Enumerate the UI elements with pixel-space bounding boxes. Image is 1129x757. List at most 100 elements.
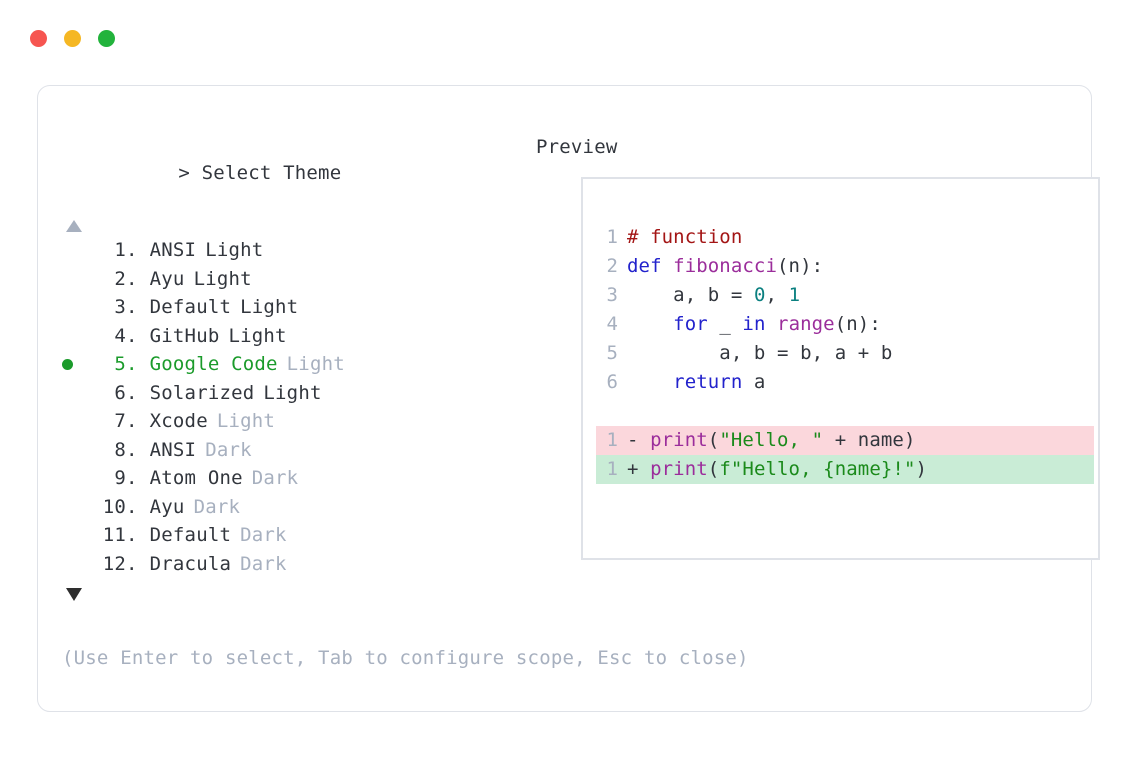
theme-index: 10 <box>102 495 126 518</box>
code-token <box>765 313 777 335</box>
code-token: (n): <box>777 255 824 277</box>
theme-name: Dracula <box>149 552 232 575</box>
theme-index: 8 <box>114 438 126 461</box>
code-line-number: 1 <box>606 458 618 480</box>
preview-title: Preview <box>536 136 618 158</box>
code-token: # function <box>627 226 743 248</box>
window-traffic-lights <box>30 30 115 47</box>
footer-help-text: (Use Enter to select, Tab to configure s… <box>62 647 749 669</box>
code-line-content: return a <box>627 368 765 397</box>
theme-index-separator: . <box>126 296 138 318</box>
code-line-content: for _ in range(n): <box>627 310 881 339</box>
code-token: ( <box>707 458 720 480</box>
theme-index-separator: . <box>126 552 138 575</box>
theme-list-item[interactable]: 12. Dracula Dark <box>62 550 522 579</box>
code-token: 0 <box>753 284 766 306</box>
code-line-added: 1 + print(f"Hello, {name}!") <box>596 455 1094 484</box>
theme-name: Xcode <box>149 410 208 432</box>
code-line-removed: 1- print("Hello, " + name) <box>596 426 1094 455</box>
code-token: , <box>765 284 789 306</box>
triangle-up-icon[interactable] <box>66 220 82 232</box>
theme-index: 9 <box>114 467 126 489</box>
code-token: ) <box>915 458 928 480</box>
code-token: range <box>777 313 835 335</box>
maximize-button[interactable] <box>98 30 115 47</box>
theme-variant: Dark <box>240 524 287 546</box>
code-line: 3 a, b = 0, 1 <box>596 281 1094 310</box>
code-token: 1 <box>788 284 801 306</box>
theme-variant: Light <box>286 353 345 375</box>
theme-variant: Light <box>193 267 252 290</box>
code-line-number: 5 <box>606 342 618 364</box>
code-token: f"Hello, {name}!" <box>719 458 916 480</box>
minimize-button[interactable] <box>64 30 81 47</box>
code-token: def <box>627 255 674 277</box>
theme-index-separator: . <box>126 239 138 261</box>
theme-variant: Dark <box>193 495 241 518</box>
theme-list-item[interactable]: 7. Xcode Light <box>62 407 522 436</box>
triangle-down-icon[interactable] <box>66 588 82 601</box>
theme-index: 3 <box>114 296 126 318</box>
code-line: 5 a, b = b, a + b <box>596 339 1094 368</box>
prompt-caret-icon: > <box>178 162 191 184</box>
theme-index: 11 <box>102 524 126 546</box>
theme-index: 7 <box>114 410 126 432</box>
code-token: a <box>742 371 766 393</box>
code-line-content: # function <box>627 223 742 252</box>
theme-index-separator: . <box>126 495 138 518</box>
code-token: in <box>742 313 766 335</box>
theme-name: Solarized <box>149 381 255 404</box>
code-token: - <box>627 429 651 451</box>
theme-name: Google Code <box>149 353 278 375</box>
code-line: 6 return a <box>596 368 1094 397</box>
code-line-content: + print(f"Hello, {name}!") <box>627 455 927 484</box>
page-title: Select Theme <box>201 162 342 184</box>
theme-index: 6 <box>114 381 126 404</box>
theme-variant: Dark <box>240 552 287 575</box>
theme-variant: Light <box>263 381 322 404</box>
code-line: 1 # function <box>596 223 1094 252</box>
theme-name: GitHub <box>149 324 220 347</box>
code-line-content: def fibonacci(n): <box>627 252 823 281</box>
code-line-number: 1 <box>606 429 618 451</box>
theme-index-separator: . <box>126 524 138 546</box>
code-token: + <box>627 458 651 480</box>
theme-variant: Light <box>228 324 287 347</box>
theme-variant: Dark <box>251 467 299 489</box>
code-token: + name) <box>823 429 916 451</box>
theme-variant: Light <box>240 296 299 318</box>
close-button[interactable] <box>30 30 47 47</box>
theme-index: 5 <box>114 353 126 375</box>
code-token: for <box>673 313 708 335</box>
theme-index-separator: . <box>126 410 138 432</box>
theme-index: 2 <box>114 267 126 290</box>
code-line-content: a, b = b, a + b <box>627 339 892 368</box>
theme-index: 4 <box>114 324 126 347</box>
theme-variant: Dark <box>205 438 252 461</box>
theme-index: 12 <box>102 552 126 575</box>
code-token: a, b = <box>627 284 754 306</box>
theme-index: 1 <box>114 239 126 261</box>
code-token <box>627 313 673 335</box>
theme-list-item[interactable]: 6. Solarized Light <box>62 379 522 408</box>
code-line-number: 3 <box>606 284 618 306</box>
code-line-number: 1 <box>606 226 618 248</box>
theme-index-separator: . <box>126 381 138 404</box>
code-blank-line <box>596 397 1094 426</box>
code-line-number: 6 <box>606 371 618 393</box>
theme-variant: Light <box>216 410 276 432</box>
code-token: _ <box>707 313 743 335</box>
